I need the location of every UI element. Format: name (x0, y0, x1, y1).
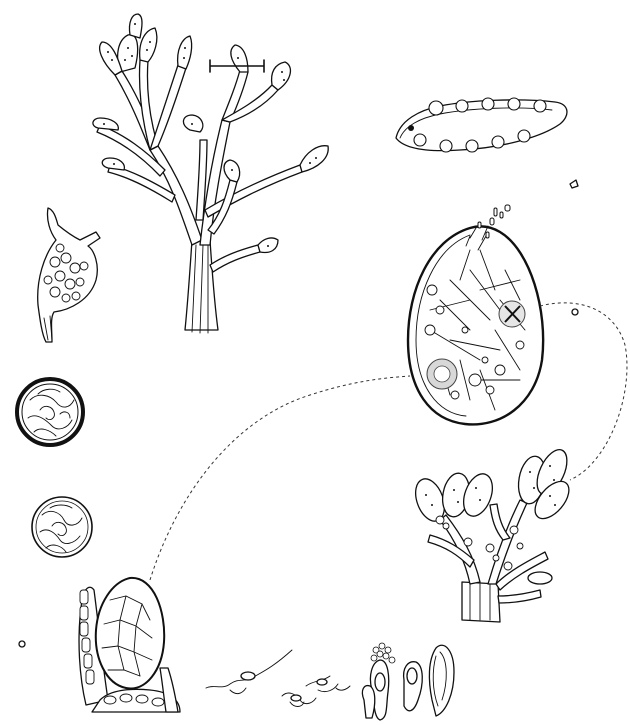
conceptacle-section (408, 205, 543, 424)
germling (79, 578, 180, 712)
life-cycle-arrow-left (150, 376, 410, 580)
antheridium-sphere (32, 497, 92, 557)
receptacle-cross-section (396, 98, 567, 152)
spermatozoids (206, 650, 350, 707)
antheridial-branches (410, 445, 575, 622)
paraphyses-cluster (362, 643, 454, 720)
zygote (17, 379, 83, 445)
oogonium (38, 208, 100, 342)
